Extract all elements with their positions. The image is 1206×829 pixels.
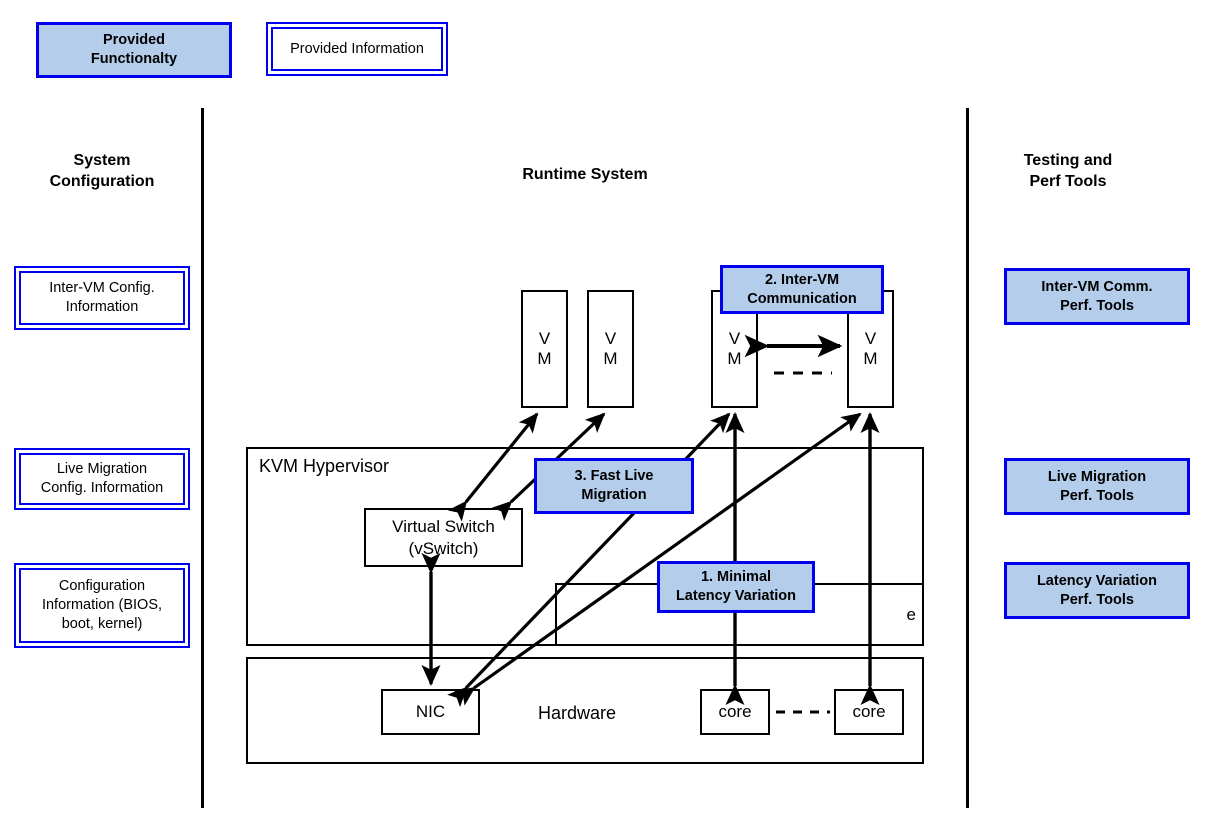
column-title-testing-perf-tools: Testing and Perf Tools [1023, 152, 1113, 190]
callout-minimal-latency-variation: 1. Minimal Latency Variation [657, 561, 815, 613]
vm-box-4-line2: M [863, 349, 878, 368]
nic-box: NIC [381, 689, 480, 735]
vm-box-4-line1: V [864, 329, 877, 348]
kvm-hypervisor-label: KVM Hypervisor [259, 456, 390, 476]
divider-right [966, 108, 969, 808]
vm-box-3-line2: M [727, 349, 742, 368]
core-box-1: core [700, 689, 770, 735]
legend-provided-functionality: Provided Functionalty [36, 22, 232, 78]
left-item-inter-vm-config: Inter-VM Config. Information [14, 266, 190, 330]
left-item-configuration-information-label: Configuration Information (BIOS, boot, k… [19, 568, 185, 643]
vm-box-2-line1: V [604, 329, 617, 348]
left-item-live-migration-config: Live Migration Config. Information [14, 448, 190, 510]
right-item-latency-variation-tools: Latency Variation Perf. Tools [1004, 562, 1190, 619]
left-item-live-migration-config-label: Live Migration Config. Information [19, 453, 185, 505]
vm-box-2-line2: M [603, 349, 618, 368]
legend-provided-information-label: Provided Information [271, 27, 443, 71]
right-item-inter-vm-comm-tools: Inter-VM Comm. Perf. Tools [1004, 268, 1190, 325]
column-title-runtime-system: Runtime System [522, 166, 648, 183]
right-item-live-migration-tools: Live Migration Perf. Tools [1004, 458, 1190, 515]
left-item-inter-vm-config-label: Inter-VM Config. Information [19, 271, 185, 325]
callout-inter-vm-communication: 2. Inter-VM Communication [720, 265, 884, 314]
divider-left [201, 108, 204, 808]
vm-box-1-line1: V [538, 329, 551, 348]
legend-provided-information: Provided Information [266, 22, 448, 76]
vm-box-1: V M [521, 290, 568, 408]
core-box-2: core [834, 689, 904, 735]
left-item-configuration-information: Configuration Information (BIOS, boot, k… [14, 563, 190, 648]
virtual-switch-box: Virtual Switch (vSwitch) [364, 508, 523, 567]
column-title-system-configuration: System Configuration [49, 152, 155, 190]
vm-box-2: V M [587, 290, 634, 408]
callout-fast-live-migration: 3. Fast Live Migration [534, 458, 694, 514]
vm-box-3-line1: V [728, 329, 741, 348]
hardware-label: Hardware [538, 703, 617, 723]
vm-box-1-line2: M [537, 349, 552, 368]
